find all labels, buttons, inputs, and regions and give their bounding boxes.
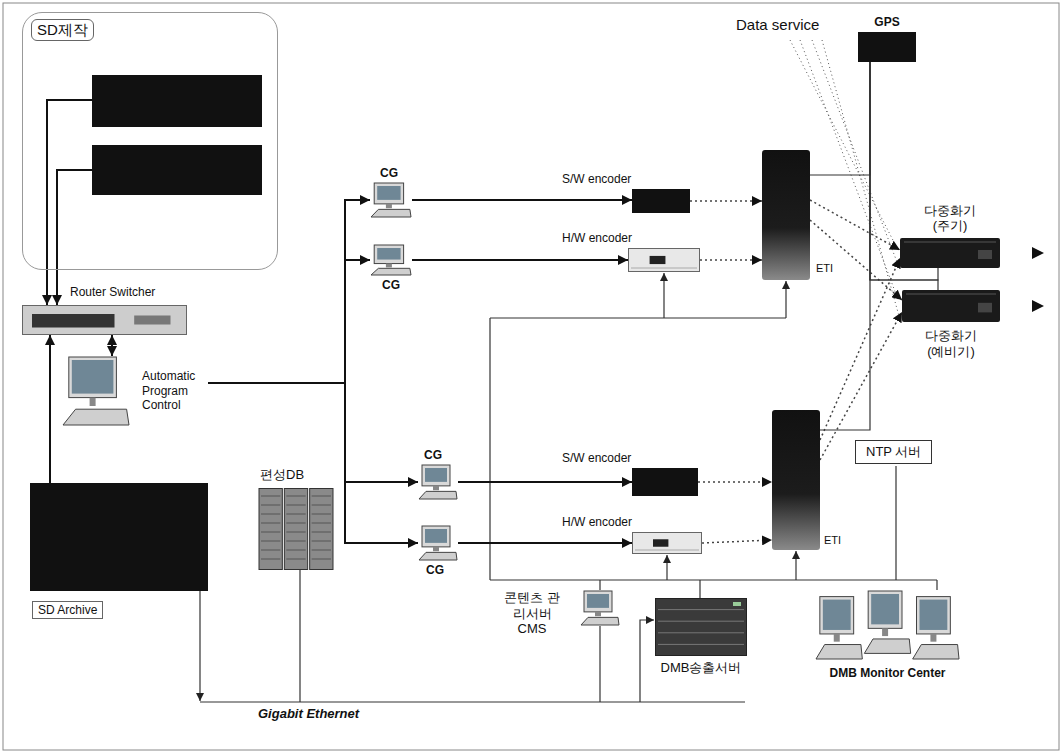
node-label: 편성DB — [260, 467, 304, 483]
pc-icon — [418, 525, 458, 561]
node-label: Automatic Program Control — [142, 369, 208, 412]
node-label: CG — [426, 563, 444, 577]
monitor-center: DMB Monitor Center — [815, 590, 960, 660]
connector — [458, 481, 632, 483]
icon-holder — [62, 356, 130, 426]
node-label: CG — [424, 448, 442, 462]
black-icon — [632, 468, 698, 496]
node-label: DMB Monitor Center — [830, 666, 946, 680]
tower-icon — [772, 410, 820, 550]
hw-encoder: H/W encoder — [632, 532, 702, 554]
router-switcher: Router Switcher — [22, 305, 187, 335]
tower-icon — [762, 150, 810, 280]
node-label: 다중화기 (예비기) — [919, 328, 983, 359]
cms-pc: 콘텐츠 관리서버 CMS — [580, 590, 620, 626]
connector — [820, 258, 900, 440]
server-icon — [655, 598, 747, 656]
connector — [49, 335, 51, 483]
dmb-server: DMB송출서버 — [655, 598, 747, 656]
eti-unit: ETI — [772, 410, 820, 550]
node-label: 콘텐츠 관리서버 CMS — [500, 590, 564, 637]
pc-icon — [580, 590, 620, 626]
multiplexer: 다중화기 (주기) — [900, 238, 1000, 268]
node-label: DMB송출서버 — [661, 660, 742, 676]
sd-unit — [92, 75, 262, 127]
control-pc: Automatic Program Control — [62, 356, 208, 426]
router-icon — [22, 305, 187, 335]
connector — [412, 199, 632, 201]
sw-encoder: S/W encoder — [632, 468, 698, 496]
connector — [208, 260, 370, 383]
output-arrow — [1032, 300, 1044, 312]
connector — [702, 540, 772, 543]
cg-pc: CG — [418, 525, 458, 561]
node-label: CG — [380, 166, 398, 180]
node-label: SD제작 — [31, 19, 94, 41]
pc-icon — [370, 244, 412, 276]
node-label: Router Switcher — [70, 285, 155, 299]
eti-unit: ETI — [762, 150, 810, 280]
device-icon — [632, 532, 702, 554]
pc-icon — [62, 356, 130, 426]
device-icon — [628, 248, 700, 272]
multiplexer: 다중화기 (예비기) — [902, 290, 1000, 322]
black-icon — [30, 483, 208, 591]
connector — [820, 312, 902, 460]
pc-icon — [370, 182, 412, 218]
node-label: 다중화기 (주기) — [918, 203, 982, 234]
connector — [458, 542, 632, 544]
cg-pc: CG — [418, 464, 458, 500]
group-box: SD제작 — [22, 12, 278, 270]
free-label: Gigabit Ethernet — [258, 706, 359, 722]
mux-icon — [902, 290, 1000, 322]
connector — [810, 62, 870, 175]
black-icon — [858, 32, 916, 62]
connector — [690, 200, 762, 202]
connector — [208, 200, 370, 383]
connector — [810, 200, 900, 250]
connector — [810, 220, 902, 300]
connector — [56, 270, 58, 305]
node-label: S/W encoder — [562, 172, 631, 186]
cg-pc: CG — [370, 182, 412, 218]
monitors-icon — [815, 590, 960, 660]
node-label: H/W encoder — [562, 231, 632, 245]
node-label: SD Archive — [32, 601, 103, 619]
black-icon — [632, 189, 690, 213]
ntp-server-box: NTP 서버 — [855, 440, 932, 464]
mux-icon — [900, 238, 1000, 268]
node-label: ETI — [824, 534, 841, 547]
connector — [820, 62, 870, 430]
connector — [698, 481, 772, 483]
sw-encoder: S/W encoder — [632, 189, 690, 213]
node-label: S/W encoder — [562, 451, 631, 465]
db-rack: 편성DB — [258, 488, 334, 570]
connector — [700, 259, 762, 261]
node-label: NTP 서버 — [866, 444, 921, 460]
rack-icon — [258, 488, 334, 570]
sd-unit — [92, 145, 262, 195]
wire — [47, 100, 92, 270]
node-label: H/W encoder — [562, 515, 632, 529]
gps-box: GPS — [858, 32, 916, 62]
archive-box: SD Archive — [30, 483, 208, 591]
connector — [46, 270, 48, 305]
hw-encoder: H/W encoder — [628, 248, 700, 272]
node-label: ETI — [816, 262, 833, 275]
connector — [208, 383, 418, 482]
output-arrow — [1032, 247, 1044, 259]
pc-icon — [418, 464, 458, 500]
cg-pc: CG — [370, 244, 412, 276]
free-label: Data service — [736, 16, 819, 34]
connector — [412, 259, 628, 261]
frame — [3, 3, 1059, 750]
node-label: CG — [382, 278, 400, 292]
connector — [111, 335, 113, 356]
wire — [57, 170, 92, 270]
node-label: GPS — [874, 15, 899, 29]
